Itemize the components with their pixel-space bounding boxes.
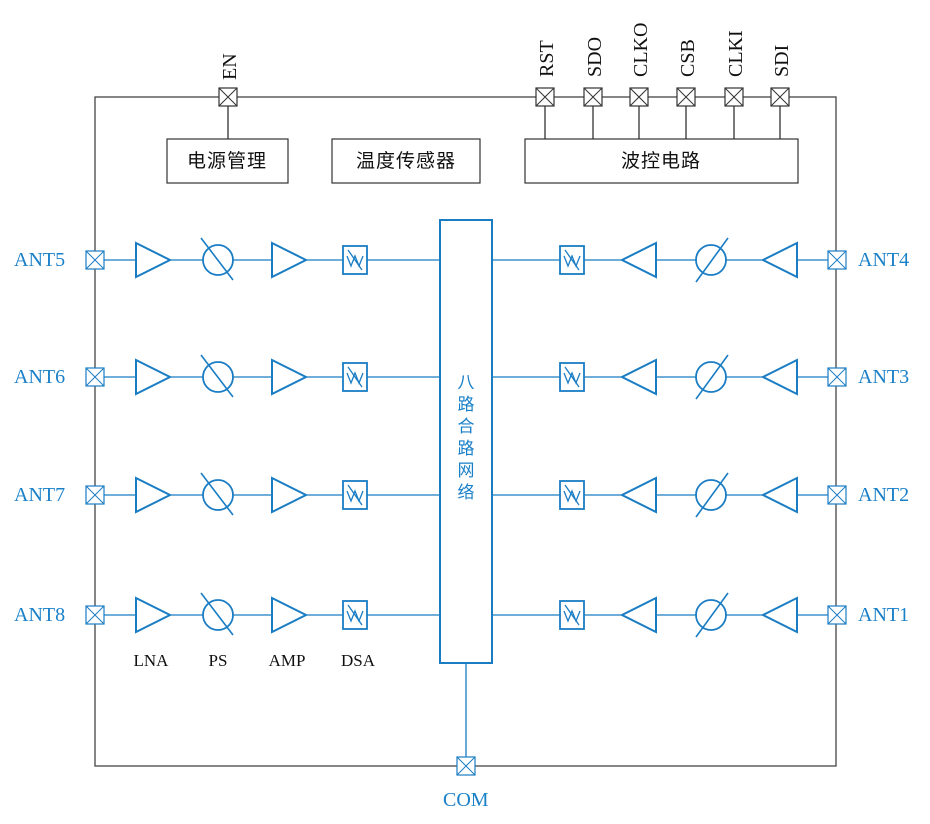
beam-control-block bbox=[524, 138, 799, 184]
right-dsa-arrow bbox=[564, 484, 580, 506]
combiner-char: 路 bbox=[458, 395, 475, 415]
control-pin-cross bbox=[629, 87, 649, 107]
left-lna-triangle bbox=[135, 241, 173, 279]
left-phase-shifter-slash bbox=[200, 592, 234, 636]
right-lna-triangle bbox=[760, 596, 798, 634]
right-antenna-pin-cross bbox=[827, 367, 847, 387]
right-dsa-zigzag bbox=[563, 371, 581, 385]
right-lna-triangle bbox=[760, 476, 798, 514]
port-label-ant6: ANT6 bbox=[14, 366, 65, 388]
left-phase-shifter-slash bbox=[200, 237, 234, 281]
right-phase-shifter bbox=[695, 244, 727, 276]
right-phase-shifter-slash bbox=[695, 237, 729, 283]
control-pin-cross bbox=[770, 87, 790, 107]
right-antenna-pin-cross bbox=[827, 605, 847, 625]
control-pin-cross bbox=[676, 87, 696, 107]
dsa-label: DSA bbox=[341, 651, 376, 670]
right-dsa-arrow bbox=[564, 249, 580, 271]
right-phase-shifter-slash bbox=[695, 354, 729, 400]
left-dsa-arrow bbox=[347, 366, 363, 388]
control-pin-cross bbox=[583, 87, 603, 107]
com-pin-cross bbox=[456, 756, 476, 776]
left-amp-triangle bbox=[271, 596, 309, 634]
right-amp-triangle bbox=[619, 358, 657, 396]
right-dsa bbox=[559, 245, 585, 275]
left-dsa-arrow bbox=[347, 249, 363, 271]
port-label-ant3: ANT3 bbox=[858, 366, 909, 388]
lna-label: LNA bbox=[134, 651, 170, 670]
control-pin-cross bbox=[535, 87, 555, 107]
combiner-block bbox=[439, 219, 493, 664]
left-amp-triangle bbox=[271, 476, 309, 514]
pin-label-clko: CLKO bbox=[630, 23, 652, 77]
right-dsa-zigzag bbox=[563, 609, 581, 623]
right-lna-triangle bbox=[760, 358, 798, 396]
left-dsa-zigzag bbox=[346, 609, 364, 623]
power-management-block bbox=[166, 138, 289, 184]
left-lna-triangle bbox=[135, 476, 173, 514]
amp-label: AMP bbox=[269, 651, 306, 670]
power-management-label: 电源管理 bbox=[187, 150, 267, 172]
combiner-char: 合 bbox=[458, 417, 475, 437]
left-amp-triangle bbox=[271, 358, 309, 396]
port-label-ant2: ANT2 bbox=[858, 484, 909, 506]
right-dsa bbox=[559, 362, 585, 392]
pin-label-rst: RST bbox=[536, 40, 558, 77]
port-label-com: COM bbox=[443, 789, 489, 811]
right-phase-shifter bbox=[695, 361, 727, 393]
left-dsa-arrow bbox=[347, 604, 363, 626]
left-antenna-pin-cross bbox=[85, 250, 105, 270]
combiner-char: 路 bbox=[458, 439, 475, 459]
right-amp-triangle bbox=[619, 596, 657, 634]
right-phase-shifter-slash bbox=[695, 472, 729, 518]
port-label-ant8: ANT8 bbox=[14, 604, 65, 626]
left-lna-triangle bbox=[135, 358, 173, 396]
combiner-char: 八 bbox=[458, 373, 475, 393]
pin-label-sdi: SDI bbox=[771, 45, 793, 77]
left-dsa-arrow bbox=[347, 484, 363, 506]
port-label-ant1: ANT1 bbox=[858, 604, 909, 626]
combiner-char: 网 bbox=[458, 461, 475, 481]
left-phase-shifter-slash bbox=[200, 354, 234, 398]
left-dsa-zigzag bbox=[346, 254, 364, 268]
left-dsa bbox=[342, 480, 368, 510]
right-dsa-zigzag bbox=[563, 489, 581, 503]
right-antenna-pin-cross bbox=[827, 250, 847, 270]
en-pin-cross bbox=[218, 87, 238, 107]
right-phase-shifter bbox=[695, 479, 727, 511]
right-phase-shifter-slash bbox=[695, 592, 729, 638]
left-phase-shifter-slash bbox=[200, 472, 234, 516]
left-dsa-zigzag bbox=[346, 371, 364, 385]
right-phase-shifter bbox=[695, 599, 727, 631]
combiner-char: 络 bbox=[458, 483, 475, 503]
temperature-sensor-block bbox=[331, 138, 481, 184]
left-antenna-pin-cross bbox=[85, 367, 105, 387]
port-label-ant7: ANT7 bbox=[14, 484, 65, 506]
right-dsa-arrow bbox=[564, 604, 580, 626]
left-antenna-pin-cross bbox=[85, 605, 105, 625]
pin-label-sdo: SDO bbox=[584, 37, 606, 77]
left-dsa-zigzag bbox=[346, 489, 364, 503]
beam-control-label: 波控电路 bbox=[621, 150, 701, 172]
pin-label-clki: CLKI bbox=[725, 30, 747, 77]
left-lna-triangle bbox=[135, 596, 173, 634]
port-label-ant5: ANT5 bbox=[14, 249, 65, 271]
left-amp-triangle bbox=[271, 241, 309, 279]
left-antenna-pin-cross bbox=[85, 485, 105, 505]
pin-label-en: EN bbox=[219, 53, 241, 80]
left-dsa bbox=[342, 600, 368, 630]
ps-label: PS bbox=[209, 651, 228, 670]
port-label-ant4: ANT4 bbox=[858, 249, 909, 271]
control-pin-cross bbox=[724, 87, 744, 107]
pin-label-csb: CSB bbox=[677, 39, 699, 77]
right-lna-triangle bbox=[760, 241, 798, 279]
right-amp-triangle bbox=[619, 476, 657, 514]
right-amp-triangle bbox=[619, 241, 657, 279]
right-antenna-pin-cross bbox=[827, 485, 847, 505]
temperature-sensor-label: 温度传感器 bbox=[356, 150, 456, 172]
right-dsa-zigzag bbox=[563, 254, 581, 268]
right-dsa-arrow bbox=[564, 366, 580, 388]
